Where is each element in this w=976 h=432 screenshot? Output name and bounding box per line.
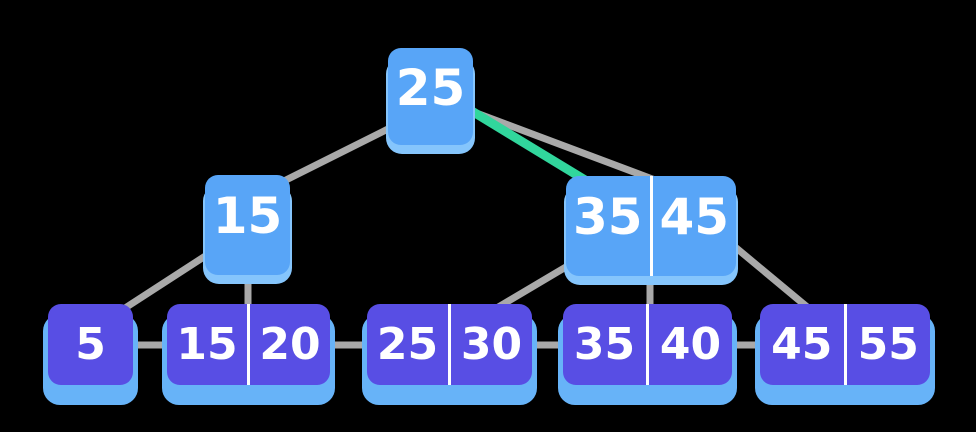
node-body: 35 45 bbox=[566, 176, 736, 276]
node-body: 15 bbox=[205, 175, 290, 275]
tree-node-leaf-5: 5 bbox=[43, 304, 138, 405]
node-key: 45 bbox=[659, 188, 730, 246]
tree-node-root-25: 25 bbox=[386, 48, 475, 154]
node-key: 35 bbox=[573, 319, 636, 370]
node-key: 35 bbox=[572, 188, 643, 246]
node-body: 25 30 bbox=[367, 304, 532, 385]
node-key: 40 bbox=[659, 319, 722, 370]
node-key: 45 bbox=[771, 319, 833, 370]
node-body: 25 bbox=[388, 48, 473, 145]
node-body: 5 bbox=[48, 304, 133, 385]
node-body: 45 55 bbox=[760, 304, 930, 385]
node-key: 25 bbox=[395, 58, 466, 117]
node-key: 55 bbox=[857, 319, 919, 370]
node-key: 20 bbox=[259, 319, 321, 370]
node-key: 5 bbox=[75, 319, 106, 370]
tree-node-int-15: 15 bbox=[203, 175, 292, 284]
node-key: 30 bbox=[460, 319, 523, 370]
tree-node-int-35-45: 35 45 bbox=[564, 176, 738, 285]
tree-node-leaf-35-40: 35 40 bbox=[558, 304, 737, 405]
tree-node-leaf-45-55: 45 55 bbox=[755, 304, 935, 405]
node-key: 15 bbox=[212, 187, 283, 245]
node-key: 25 bbox=[376, 319, 439, 370]
node-key-divider bbox=[448, 304, 451, 385]
tree-node-leaf-25-30: 25 30 bbox=[362, 304, 537, 405]
node-key: 15 bbox=[176, 319, 238, 370]
node-key-divider bbox=[649, 176, 653, 276]
highlighted-tree-edge bbox=[449, 95, 593, 187]
node-body: 35 40 bbox=[563, 304, 732, 385]
node-key-divider bbox=[247, 304, 250, 385]
node-key-divider bbox=[646, 304, 649, 385]
node-key-divider bbox=[843, 304, 847, 385]
